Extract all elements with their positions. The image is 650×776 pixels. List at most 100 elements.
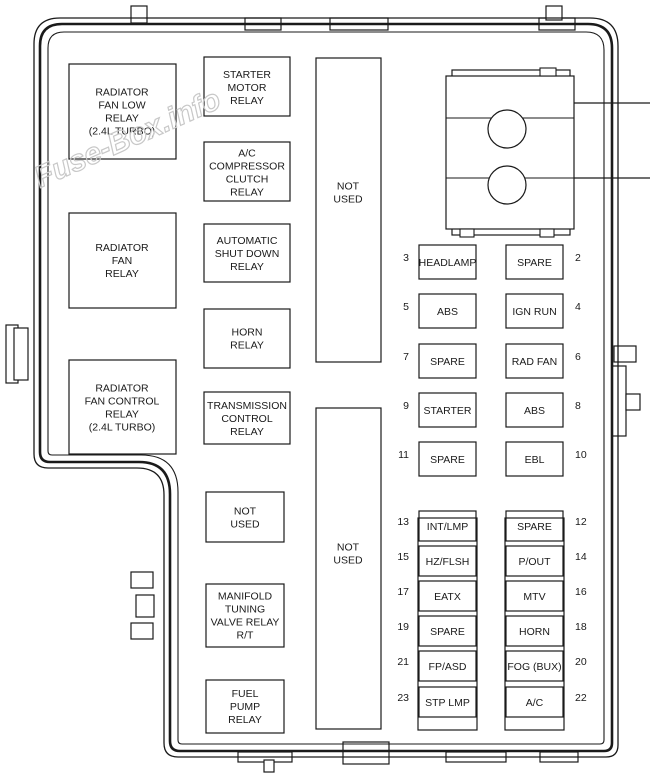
relay-label-line: HORN xyxy=(232,327,263,339)
relay-label-line: COMPRESSOR xyxy=(209,161,285,173)
fuse-slot xyxy=(505,615,564,647)
fuse-number: 20 xyxy=(575,656,587,668)
fuse-number: 2 xyxy=(575,252,581,264)
fuse-slot xyxy=(505,580,564,612)
fuse-2: SPARE 2 xyxy=(505,244,581,280)
relay-label-line: TRANSMISSION xyxy=(207,400,287,412)
fuse-label: A/C xyxy=(526,697,544,709)
relay-label-line: PUMP xyxy=(230,701,260,713)
fuse-label: STARTER xyxy=(423,405,471,417)
fuse-slot xyxy=(418,615,477,647)
fuse-number: 14 xyxy=(575,551,587,563)
fuse-block-frame-left xyxy=(417,517,478,731)
relay-label-line: TUNING xyxy=(225,604,265,616)
fuse-slot xyxy=(418,580,477,612)
fuse-number: 8 xyxy=(575,400,581,412)
fuse-number: 23 xyxy=(397,692,409,704)
fuse-label: SPARE xyxy=(517,257,552,269)
relay-label-line: RADIATOR xyxy=(95,383,149,395)
fuse-18: HORN 18 xyxy=(505,615,587,647)
fuse-20: FOG (BUX) 20 xyxy=(505,650,587,682)
fuse-number: 4 xyxy=(575,301,581,313)
fuse-label: INT/LMP xyxy=(427,521,468,533)
fuse-label: EBL xyxy=(525,454,545,466)
housing-innermost xyxy=(47,31,605,745)
relay-label-line: CLUTCH xyxy=(226,174,269,186)
fuse-number: 22 xyxy=(575,692,587,704)
relay-label-line: RELAY xyxy=(105,113,139,125)
fuse-label: HORN xyxy=(519,626,550,638)
stud-circle-lower xyxy=(487,165,527,205)
fuse-number: 7 xyxy=(403,351,409,363)
fuse-slot xyxy=(418,650,477,682)
relay-label-line: RELAY xyxy=(105,268,139,280)
relay-label-line: RELAY xyxy=(230,261,264,273)
fuse-number: 17 xyxy=(397,586,409,598)
relay-label-line: SHUT DOWN xyxy=(215,248,280,260)
fuse-number: 12 xyxy=(575,516,587,528)
relay-label-line: MOTOR xyxy=(228,82,267,94)
fuse-label: FOG (BUX) xyxy=(507,661,561,673)
fuse-12: SPARE 12 xyxy=(505,510,587,542)
fuse-slot xyxy=(505,441,564,477)
fuse-number: 5 xyxy=(403,301,409,313)
relay-label-line: RELAY xyxy=(230,426,264,438)
fuse-label: SPARE xyxy=(517,521,552,533)
housing-inner xyxy=(38,22,614,753)
fuse-number: 10 xyxy=(575,449,587,461)
relay-label-line: USED xyxy=(333,194,363,206)
relay-label-line: (2.4L TURBO) xyxy=(89,422,156,434)
fuse-slot xyxy=(418,545,477,577)
fuse-9: STARTER 9 xyxy=(403,392,477,428)
fuse-slot xyxy=(505,392,564,428)
fuse-slot xyxy=(418,343,477,379)
fuse-slot xyxy=(505,343,564,379)
fuse-label: IGN RUN xyxy=(512,306,556,318)
fuse-number: 3 xyxy=(403,252,409,264)
fuse-slot xyxy=(418,244,477,280)
fuse-slot xyxy=(505,293,564,329)
fuse-slot xyxy=(418,392,477,428)
relay-label-line: USED xyxy=(333,555,363,567)
fuse-slot xyxy=(418,441,477,477)
fuse-label: SPARE xyxy=(430,454,465,466)
fuse-number: 18 xyxy=(575,621,587,633)
relay-label-line: FUEL xyxy=(232,688,259,700)
fuse-slot xyxy=(505,510,564,542)
relay-label-line: VALVE RELAY xyxy=(211,617,280,629)
fuse-slot xyxy=(505,650,564,682)
fuse-label: HEADLAMP xyxy=(419,257,477,269)
fuse-slot xyxy=(418,293,477,329)
fuse-number: 19 xyxy=(397,621,409,633)
relay-label-line: RELAY xyxy=(228,714,262,726)
fuse-number: 9 xyxy=(403,400,409,412)
fuse-number: 16 xyxy=(575,586,587,598)
fuse-4: IGN RUN 4 xyxy=(505,293,581,329)
relay-label-line: RELAY xyxy=(230,95,264,107)
